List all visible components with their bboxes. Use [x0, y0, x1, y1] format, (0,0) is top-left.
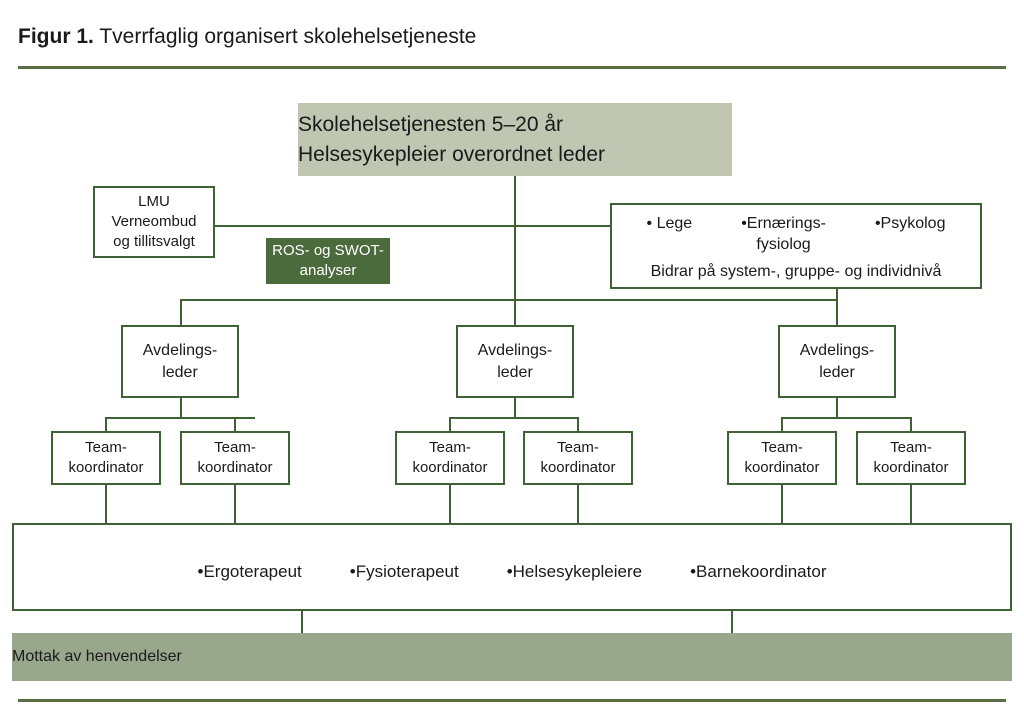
connector-team-bus-2 [449, 417, 578, 419]
connector-team6-to-professions [910, 485, 912, 524]
node-avdelingsleder-1[interactable]: Avdelings- leder [121, 325, 239, 398]
resources-item-ernaeringsfysiolog: •Ernærings- fysiolog [741, 215, 826, 253]
node-top-line2: Helsesykepleier overordnet leder [298, 142, 605, 166]
node-lmu-line3: og tillitsvalgt [113, 233, 195, 250]
connector-team5-to-professions [781, 485, 783, 524]
node-lmu-label: LMU Verneombud og tillitsvalgt [95, 192, 213, 252]
connector-top-trunk [514, 176, 516, 300]
profession-barnekoordinator: •Barnekoordinator [690, 562, 827, 581]
connector-professions-to-bottom-1 [301, 611, 303, 633]
node-teamkoordinator-3[interactable]: Team- koordinator [395, 431, 505, 485]
figure-title-text: Tverrfaglig organisert skolehelsetjenest… [99, 25, 477, 48]
connector-team-bus-1 [105, 417, 255, 419]
node-lmu[interactable]: LMU Verneombud og tillitsvalgt [93, 186, 215, 258]
node-teamkoordinator-6[interactable]: Team- koordinator [856, 431, 966, 485]
connector-avdeling3-stem [836, 398, 838, 418]
connector-team2-to-professions [234, 485, 236, 524]
resources-items: • Lege •Ernærings- fysiolog •Psykolog [622, 213, 970, 255]
node-avdelingsleder-3-label: Avdelings- leder [799, 341, 875, 381]
node-ros-line2: analyser [299, 262, 357, 279]
connector-avdeling2-stem [514, 398, 516, 418]
profession-helsesykepleiere: •Helsesykepleiere [506, 562, 643, 581]
node-teamkoordinator-4[interactable]: Team- koordinator [523, 431, 633, 485]
node-teamkoordinator-5-label: Team- koordinator [744, 439, 820, 476]
node-ros-swot-label: ROS- og SWOT- analyser [266, 241, 390, 281]
connector-avdeling-drop-3 [836, 281, 838, 325]
node-top-line1: Skolehelsetjenesten 5–20 år [298, 112, 564, 136]
node-avdelingsleder-3[interactable]: Avdelings- leder [778, 325, 896, 398]
figure-label: Figur 1. [18, 25, 94, 48]
node-teamkoordinator-2[interactable]: Team- koordinator [180, 431, 290, 485]
connector-team4-to-professions [577, 485, 579, 524]
node-avdelingsleder-2-label: Avdelings- leder [477, 341, 553, 381]
node-ros-swot[interactable]: ROS- og SWOT- analyser [266, 238, 390, 284]
resources-item-lege: • Lege [646, 215, 693, 232]
connector-avdeling1-stem [180, 398, 182, 418]
profession-fysioterapeut: •Fysioterapeut [349, 562, 459, 581]
connector-avdeling-bus [180, 299, 838, 301]
connector-team-drop-6 [910, 417, 912, 431]
professions-items: •Ergoterapeut •Fysioterapeut •Helsesykep… [14, 561, 1010, 583]
node-teamkoordinator-6-label: Team- koordinator [873, 439, 949, 476]
page-title: Figur 1. Tverrfaglig organisert skolehel… [18, 24, 476, 50]
connector-lmu-to-resources [214, 225, 612, 227]
node-lmu-line1: LMU [138, 193, 170, 210]
node-mottak-label: Mottak av henvendelser [12, 648, 182, 665]
node-teamkoordinator-4-label: Team- koordinator [540, 439, 616, 476]
node-top-leadership[interactable]: Skolehelsetjenesten 5–20 år Helsesykeple… [298, 103, 732, 176]
connector-team-bus-3 [781, 417, 911, 419]
profession-ergoterapeut: •Ergoterapeut [197, 562, 302, 581]
node-teamkoordinator-3-label: Team- koordinator [412, 439, 488, 476]
connector-team-drop-1 [105, 417, 107, 431]
node-professional-resources[interactable]: • Lege •Ernærings- fysiolog •Psykolog Bi… [610, 203, 982, 289]
node-avdelingsleder-1-label: Avdelings- leder [142, 341, 218, 381]
connector-avdeling-drop-2 [514, 299, 516, 325]
resources-item-psykolog: •Psykolog [874, 215, 946, 232]
node-ros-line1: ROS- og SWOT- [272, 242, 384, 259]
connector-team3-to-professions [449, 485, 451, 524]
node-teamkoordinator-1[interactable]: Team- koordinator [51, 431, 161, 485]
node-teamkoordinator-2-label: Team- koordinator [197, 439, 273, 476]
node-teamkoordinator-5[interactable]: Team- koordinator [727, 431, 837, 485]
connector-resources-drop [836, 288, 838, 300]
connector-avdeling-drop-1 [180, 299, 182, 325]
node-professions[interactable]: •Ergoterapeut •Fysioterapeut •Helsesykep… [12, 523, 1012, 611]
node-avdelingsleder-2[interactable]: Avdelings- leder [456, 325, 574, 398]
connector-team1-to-professions [105, 485, 107, 524]
header-divider [18, 66, 1006, 69]
connector-team-drop-4 [577, 417, 579, 431]
connector-professions-to-bottom-2 [731, 611, 733, 633]
node-lmu-line2: Verneombud [111, 213, 197, 230]
node-mottak-av-henvendelser[interactable]: Mottak av henvendelser [12, 633, 1012, 681]
footer-divider [18, 699, 1006, 702]
connector-team-drop-5 [781, 417, 783, 431]
connector-team-drop-3 [449, 417, 451, 431]
connector-team-drop-2 [234, 417, 236, 431]
resources-note: Bidrar på system-, gruppe- og individniv… [650, 263, 942, 280]
node-top-leadership-label: Skolehelsetjenesten 5–20 år Helsesykeple… [298, 110, 732, 170]
node-teamkoordinator-1-label: Team- koordinator [68, 439, 144, 476]
